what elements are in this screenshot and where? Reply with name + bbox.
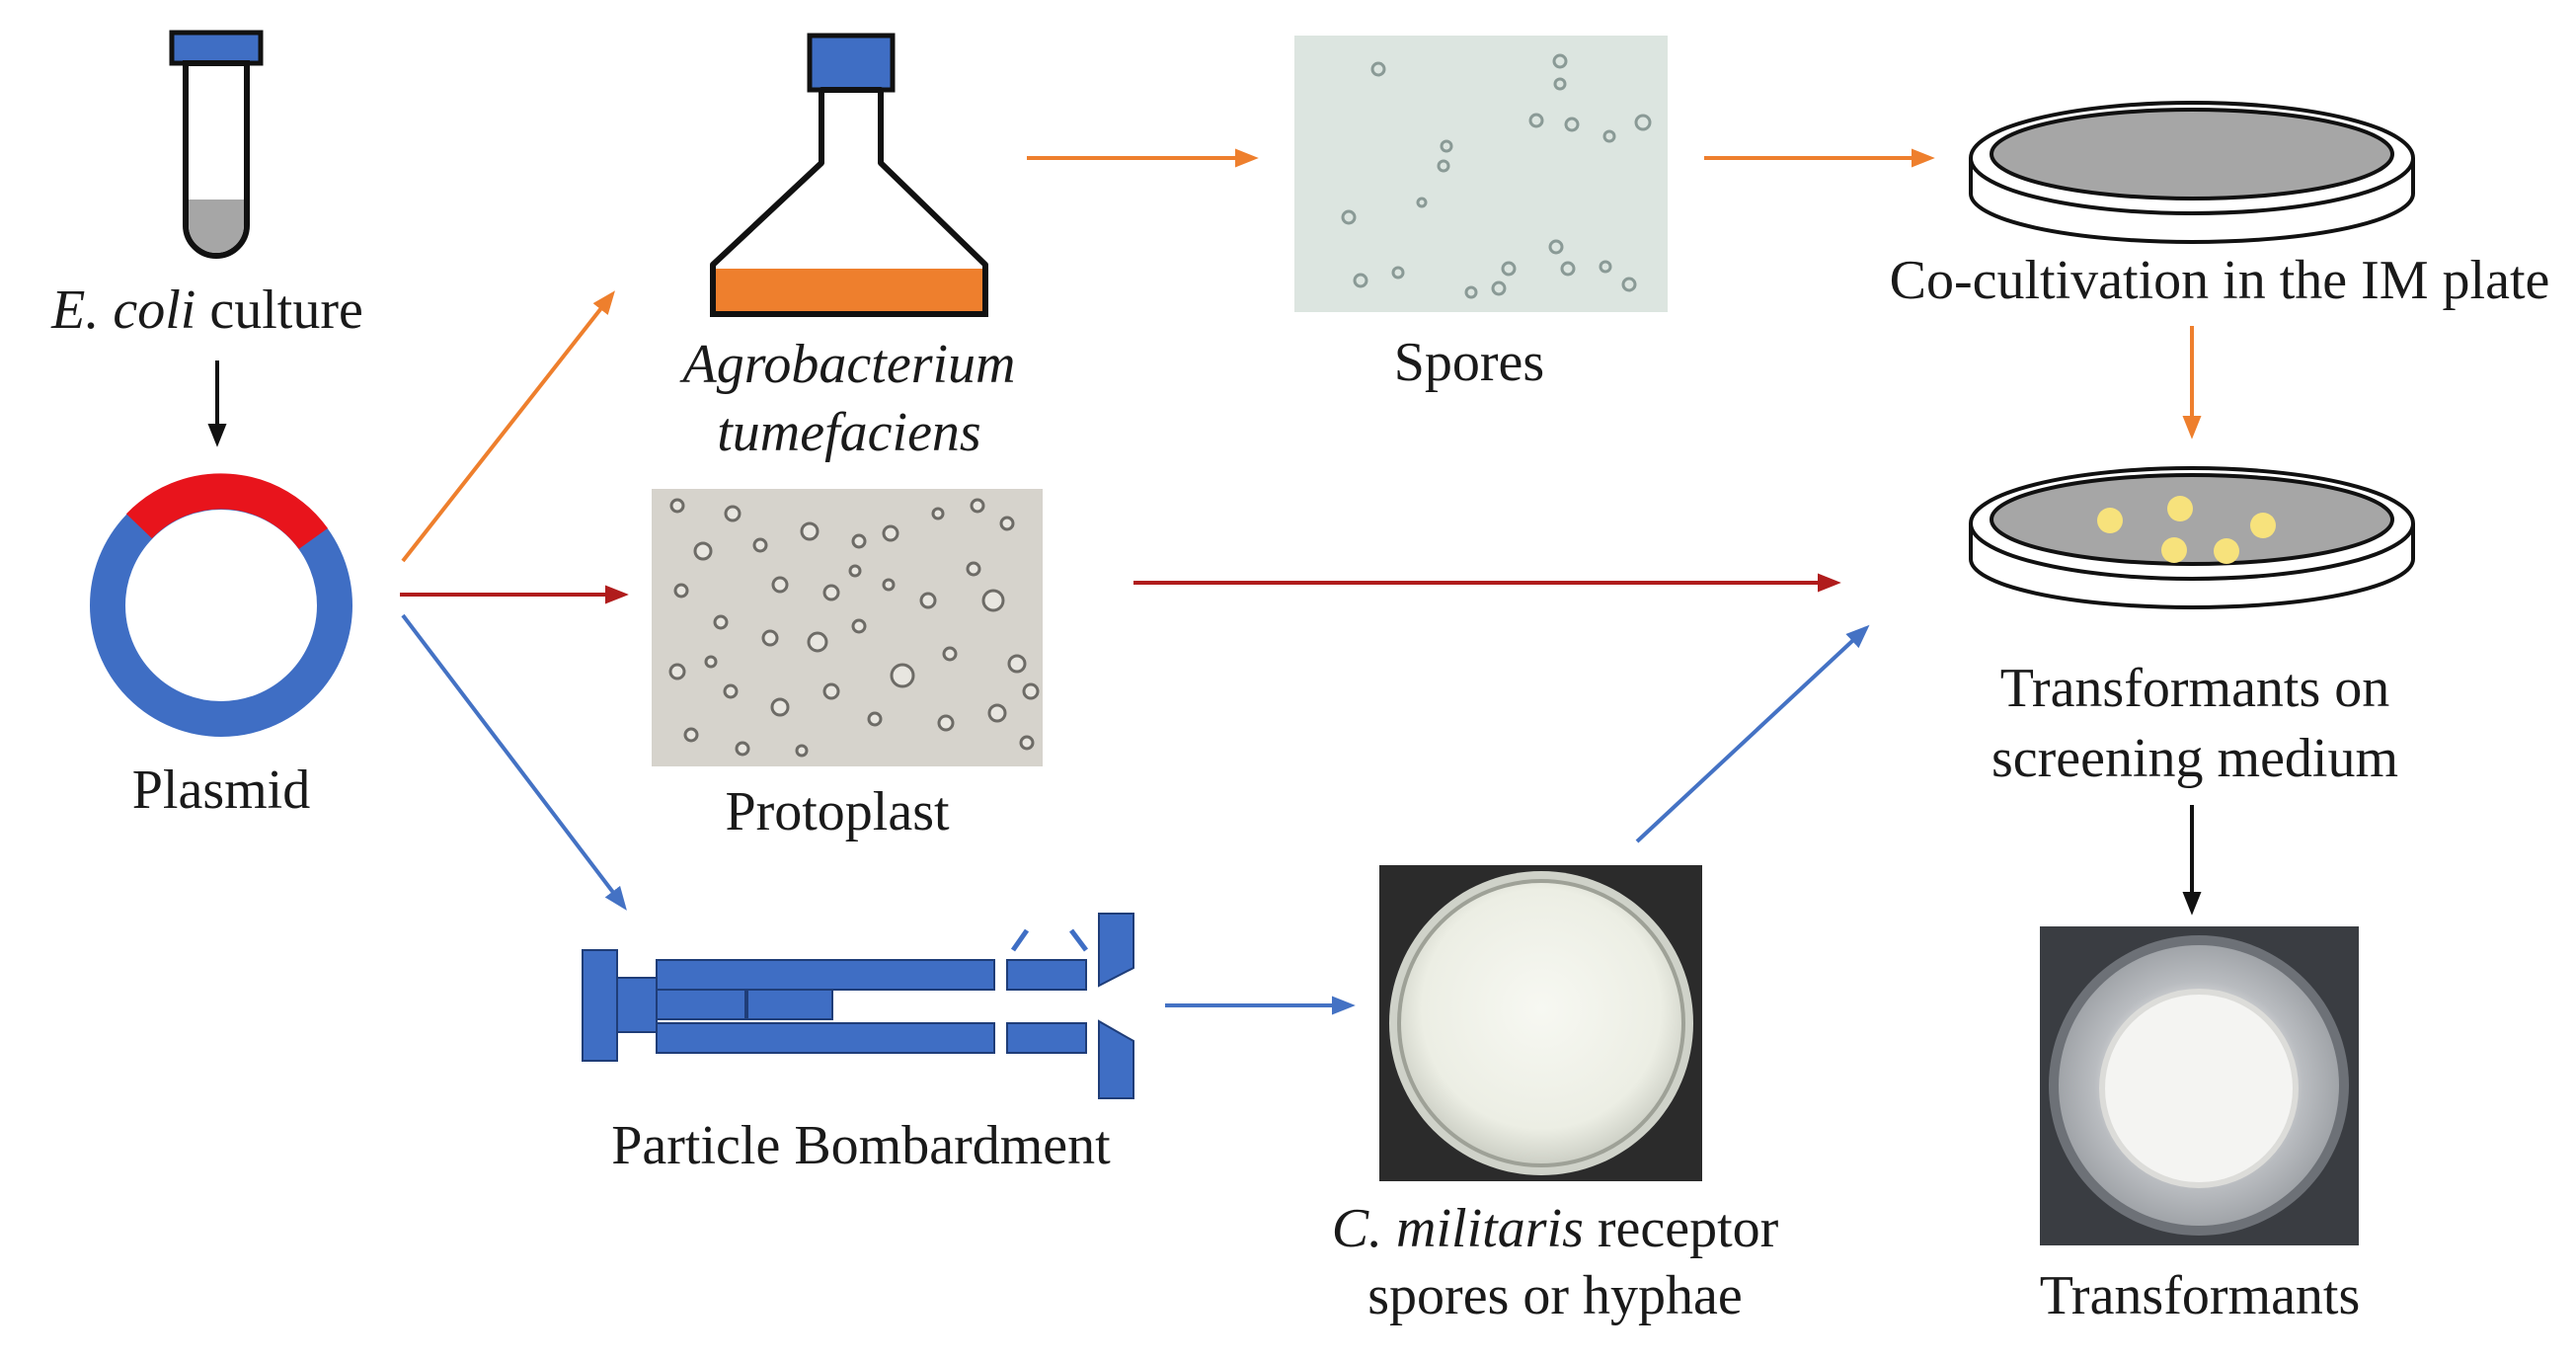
transformants-screening-label-line2: screening medium (1991, 728, 2398, 789)
spores-micrograph (1294, 36, 1668, 312)
plasmid-icon (90, 473, 352, 737)
ecoli-culture-label: E. coli culture (50, 280, 363, 341)
particle-bombardment-label: Particle Bombardment (611, 1115, 1111, 1176)
agrobacterium-flask-icon (710, 33, 988, 317)
arrow-plasmid-to-agrobacterium (401, 290, 615, 563)
spores-label: Spores (1394, 332, 1544, 393)
transformants-screening-label-line1: Transformants on (2000, 658, 2390, 719)
cmilitaris-label-line1: C. militaris receptor (1332, 1198, 1779, 1259)
cmilitaris-plate-photo (1379, 865, 1702, 1181)
agrobacterium-label-line1: Agrobacterium (679, 334, 1016, 395)
arrow-plasmid-to-particle-bombardment (401, 613, 627, 911)
ecoli-tube-icon (169, 30, 264, 259)
im-plate-icon (1969, 101, 2415, 244)
plasmid-label: Plasmid (132, 760, 310, 821)
gene-gun-icon (582, 913, 1134, 1099)
protoplast-micrograph (652, 489, 1043, 766)
cocultivation-label: Co-cultivation in the IM plate (1890, 250, 2550, 311)
cmilitaris-label-line2: spores or hyphae (1367, 1265, 1742, 1326)
screening-plate-icon (1969, 466, 2415, 609)
protoplast-label: Protoplast (725, 781, 950, 842)
agrobacterium-label-line2: tumefaciens (717, 402, 980, 463)
arrow-cmilitaris-to-screening (1635, 624, 1870, 843)
transformants-plate-photo (2040, 926, 2359, 1245)
transformants-label: Transformants (2040, 1265, 2361, 1326)
